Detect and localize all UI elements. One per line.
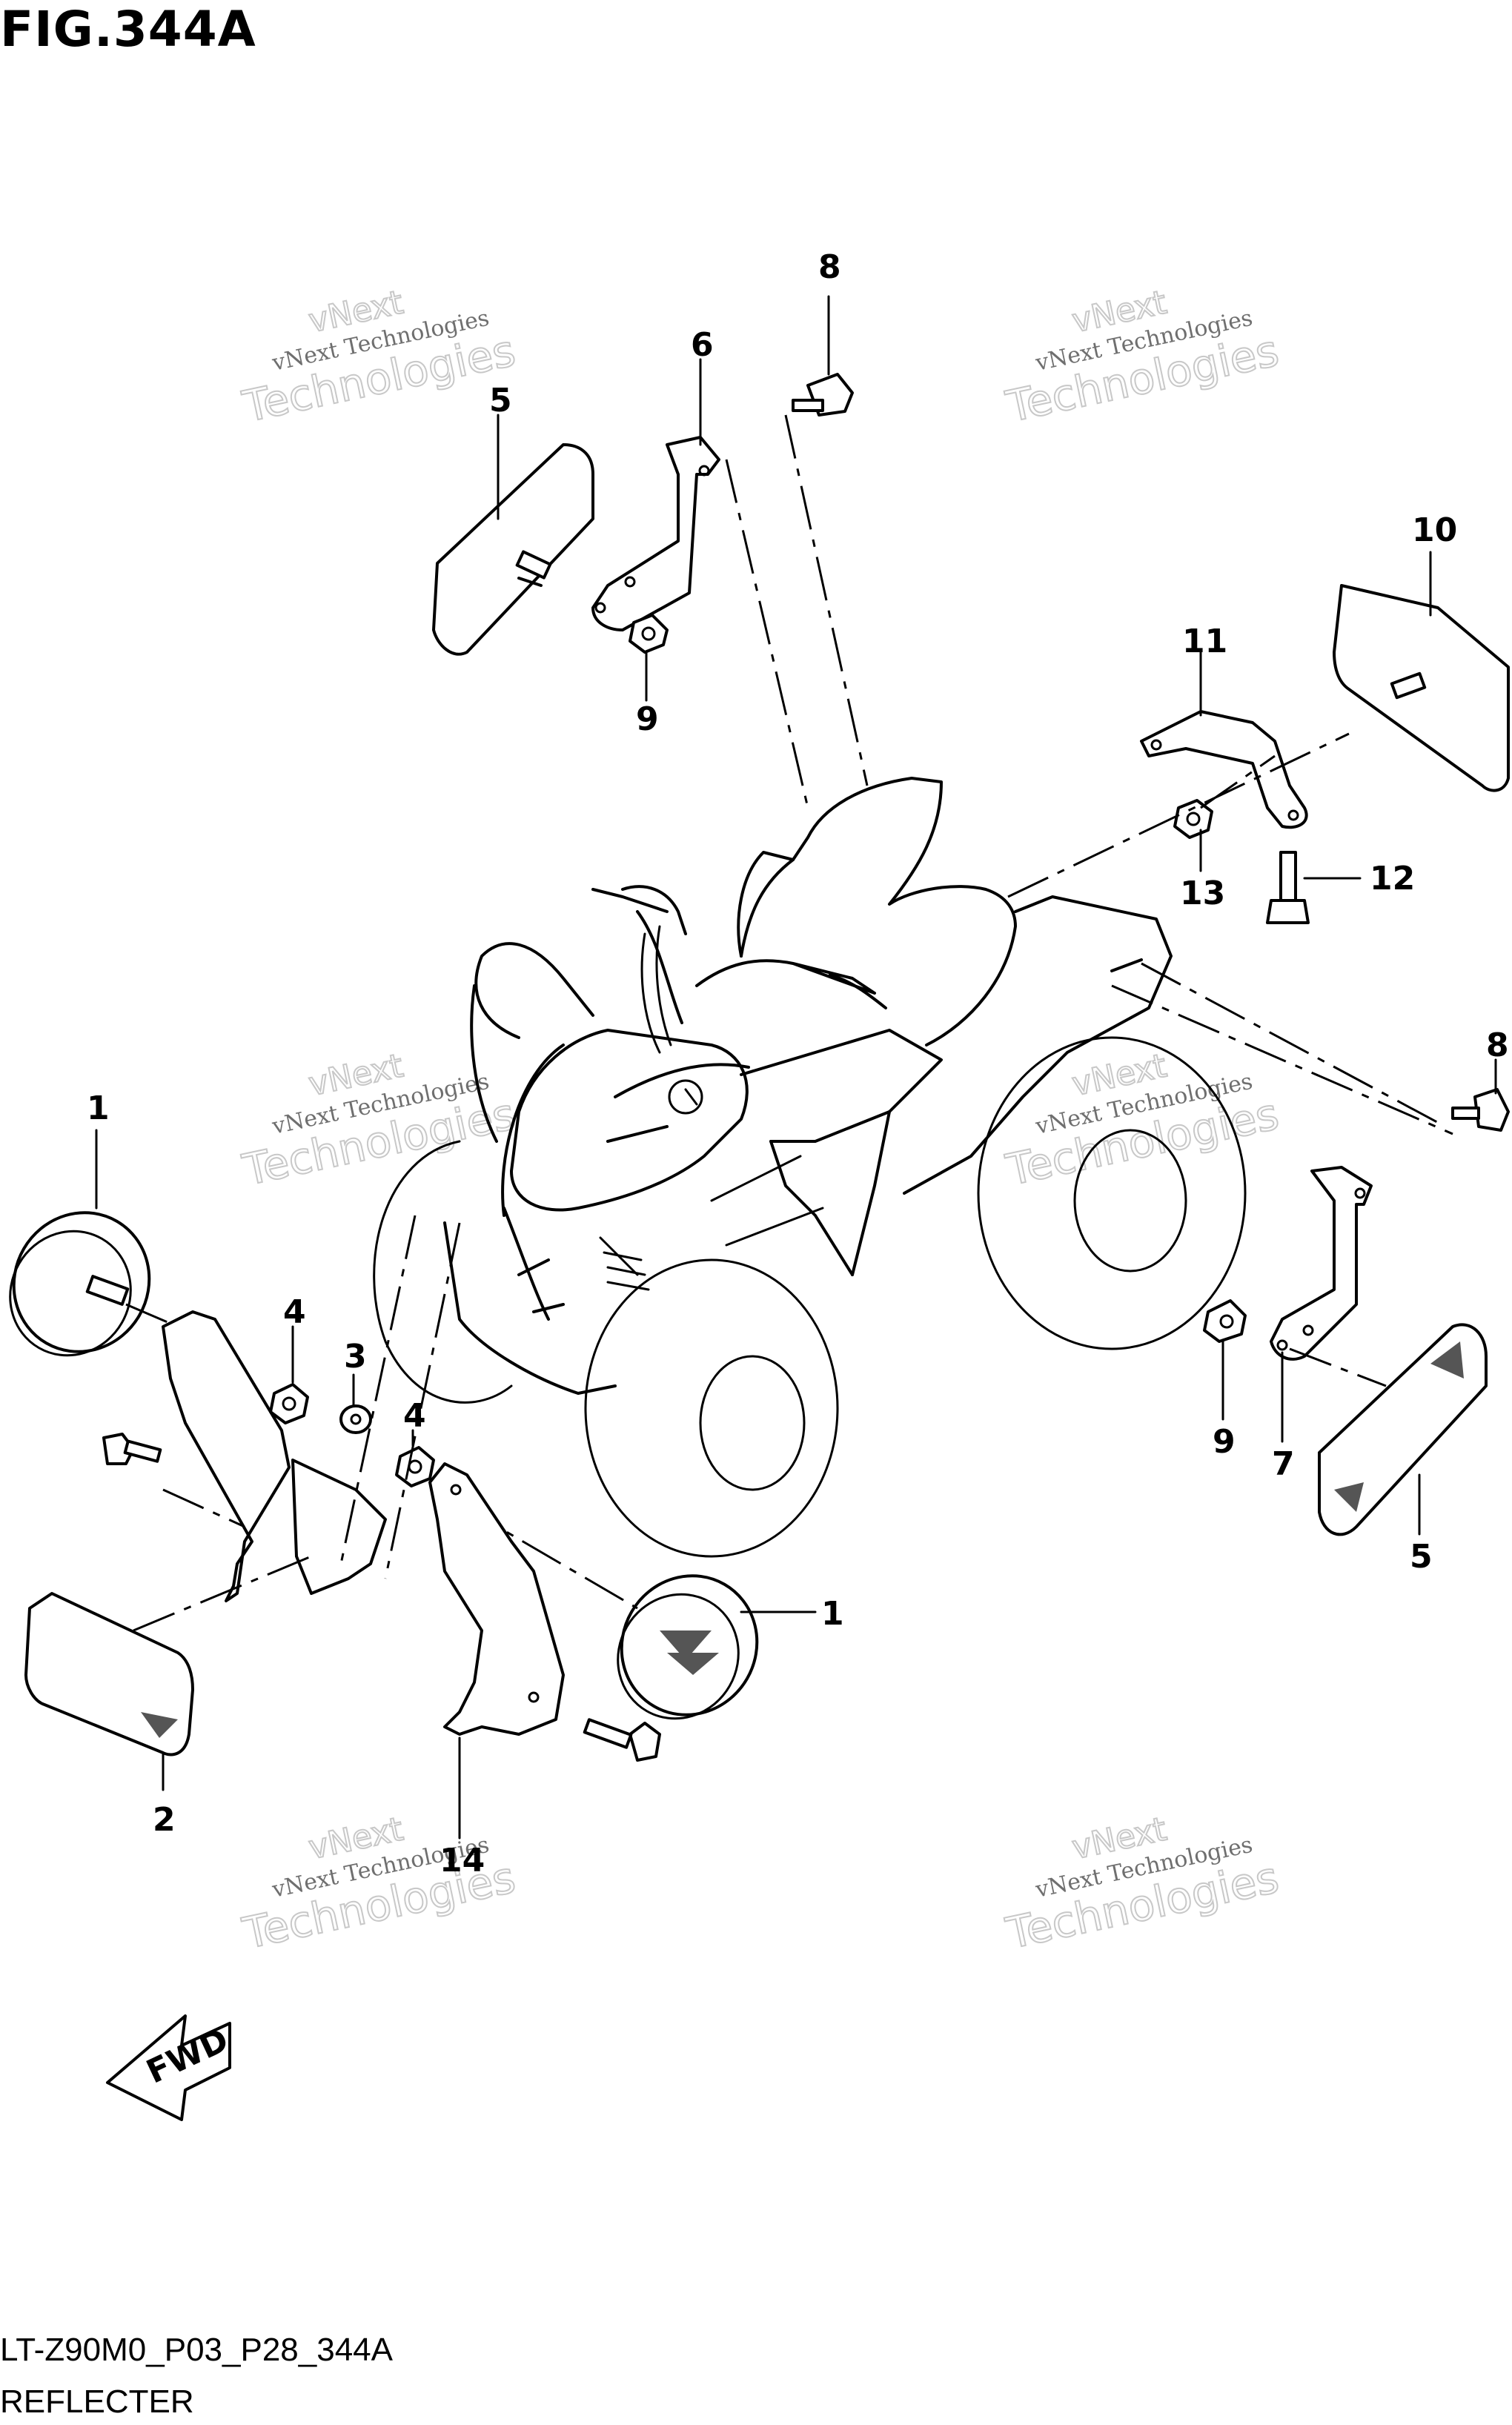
callout-5: 5: [489, 382, 512, 419]
callout-7: 7: [1272, 1445, 1295, 1483]
callout-4: 4: [283, 1293, 306, 1331]
callout-11: 11: [1182, 623, 1227, 660]
callout-8: 8: [1486, 1026, 1509, 1064]
fwd-arrow-icon: FWD: [106, 2014, 234, 2121]
nut-9-upper: [629, 614, 669, 654]
callout-10: 10: [1412, 511, 1457, 549]
nut-4-a: [269, 1383, 309, 1424]
callout-14: 14: [440, 1842, 485, 1880]
reflector-1-right: [617, 1574, 759, 1720]
callout-2: 2: [153, 1801, 176, 1839]
bolt-lower: [583, 1718, 661, 1762]
figure-name: REFLECTER: [0, 2383, 194, 2420]
callout-5: 5: [1410, 1538, 1433, 1576]
nut-4-b: [395, 1446, 435, 1487]
figure-title: FIG.344A: [0, 1, 256, 58]
bracket-6: [591, 436, 720, 631]
watermark-group: vNext Technologies Technologies vNext vN…: [237, 283, 1284, 1960]
bolt-left: [102, 1433, 162, 1465]
callout-9: 9: [636, 700, 659, 738]
callout-labels: 8 6 5 9 10 11 13 12 8 1 1 4 3 4 2 14 9 7…: [87, 248, 1509, 1880]
nut-9-right: [1203, 1299, 1247, 1343]
bolt-12: [1266, 851, 1310, 924]
bracket-11: [1140, 710, 1308, 829]
bolt-8-upper: [792, 373, 854, 417]
callout-9: 9: [1213, 1423, 1236, 1461]
reflector-2: [24, 1592, 194, 1756]
callout-6: 6: [691, 326, 714, 364]
reflector-10: [1333, 584, 1510, 792]
reflector-5-lower: [1318, 1323, 1488, 1536]
callout-8: 8: [818, 248, 841, 286]
nut-13: [1173, 799, 1213, 839]
bolt-8-right: [1451, 1088, 1510, 1132]
bracket-7: [1270, 1166, 1373, 1361]
callout-3: 3: [344, 1338, 367, 1376]
atv-illustration: [373, 777, 1247, 1558]
callout-12: 12: [1370, 860, 1415, 898]
callout-4: 4: [403, 1397, 426, 1435]
washer-3: [339, 1404, 372, 1434]
figure-code: LT-Z90M0_P03_P28_344A: [0, 2332, 394, 2368]
reflector-1-left: [9, 1211, 151, 1357]
callout-1: 1: [87, 1089, 110, 1127]
callout-13: 13: [1180, 875, 1225, 912]
callout-1: 1: [821, 1595, 844, 1633]
bracket-14: [428, 1462, 565, 1736]
reflector-5-upper: [432, 443, 594, 656]
leader-lines: [95, 295, 1497, 1840]
